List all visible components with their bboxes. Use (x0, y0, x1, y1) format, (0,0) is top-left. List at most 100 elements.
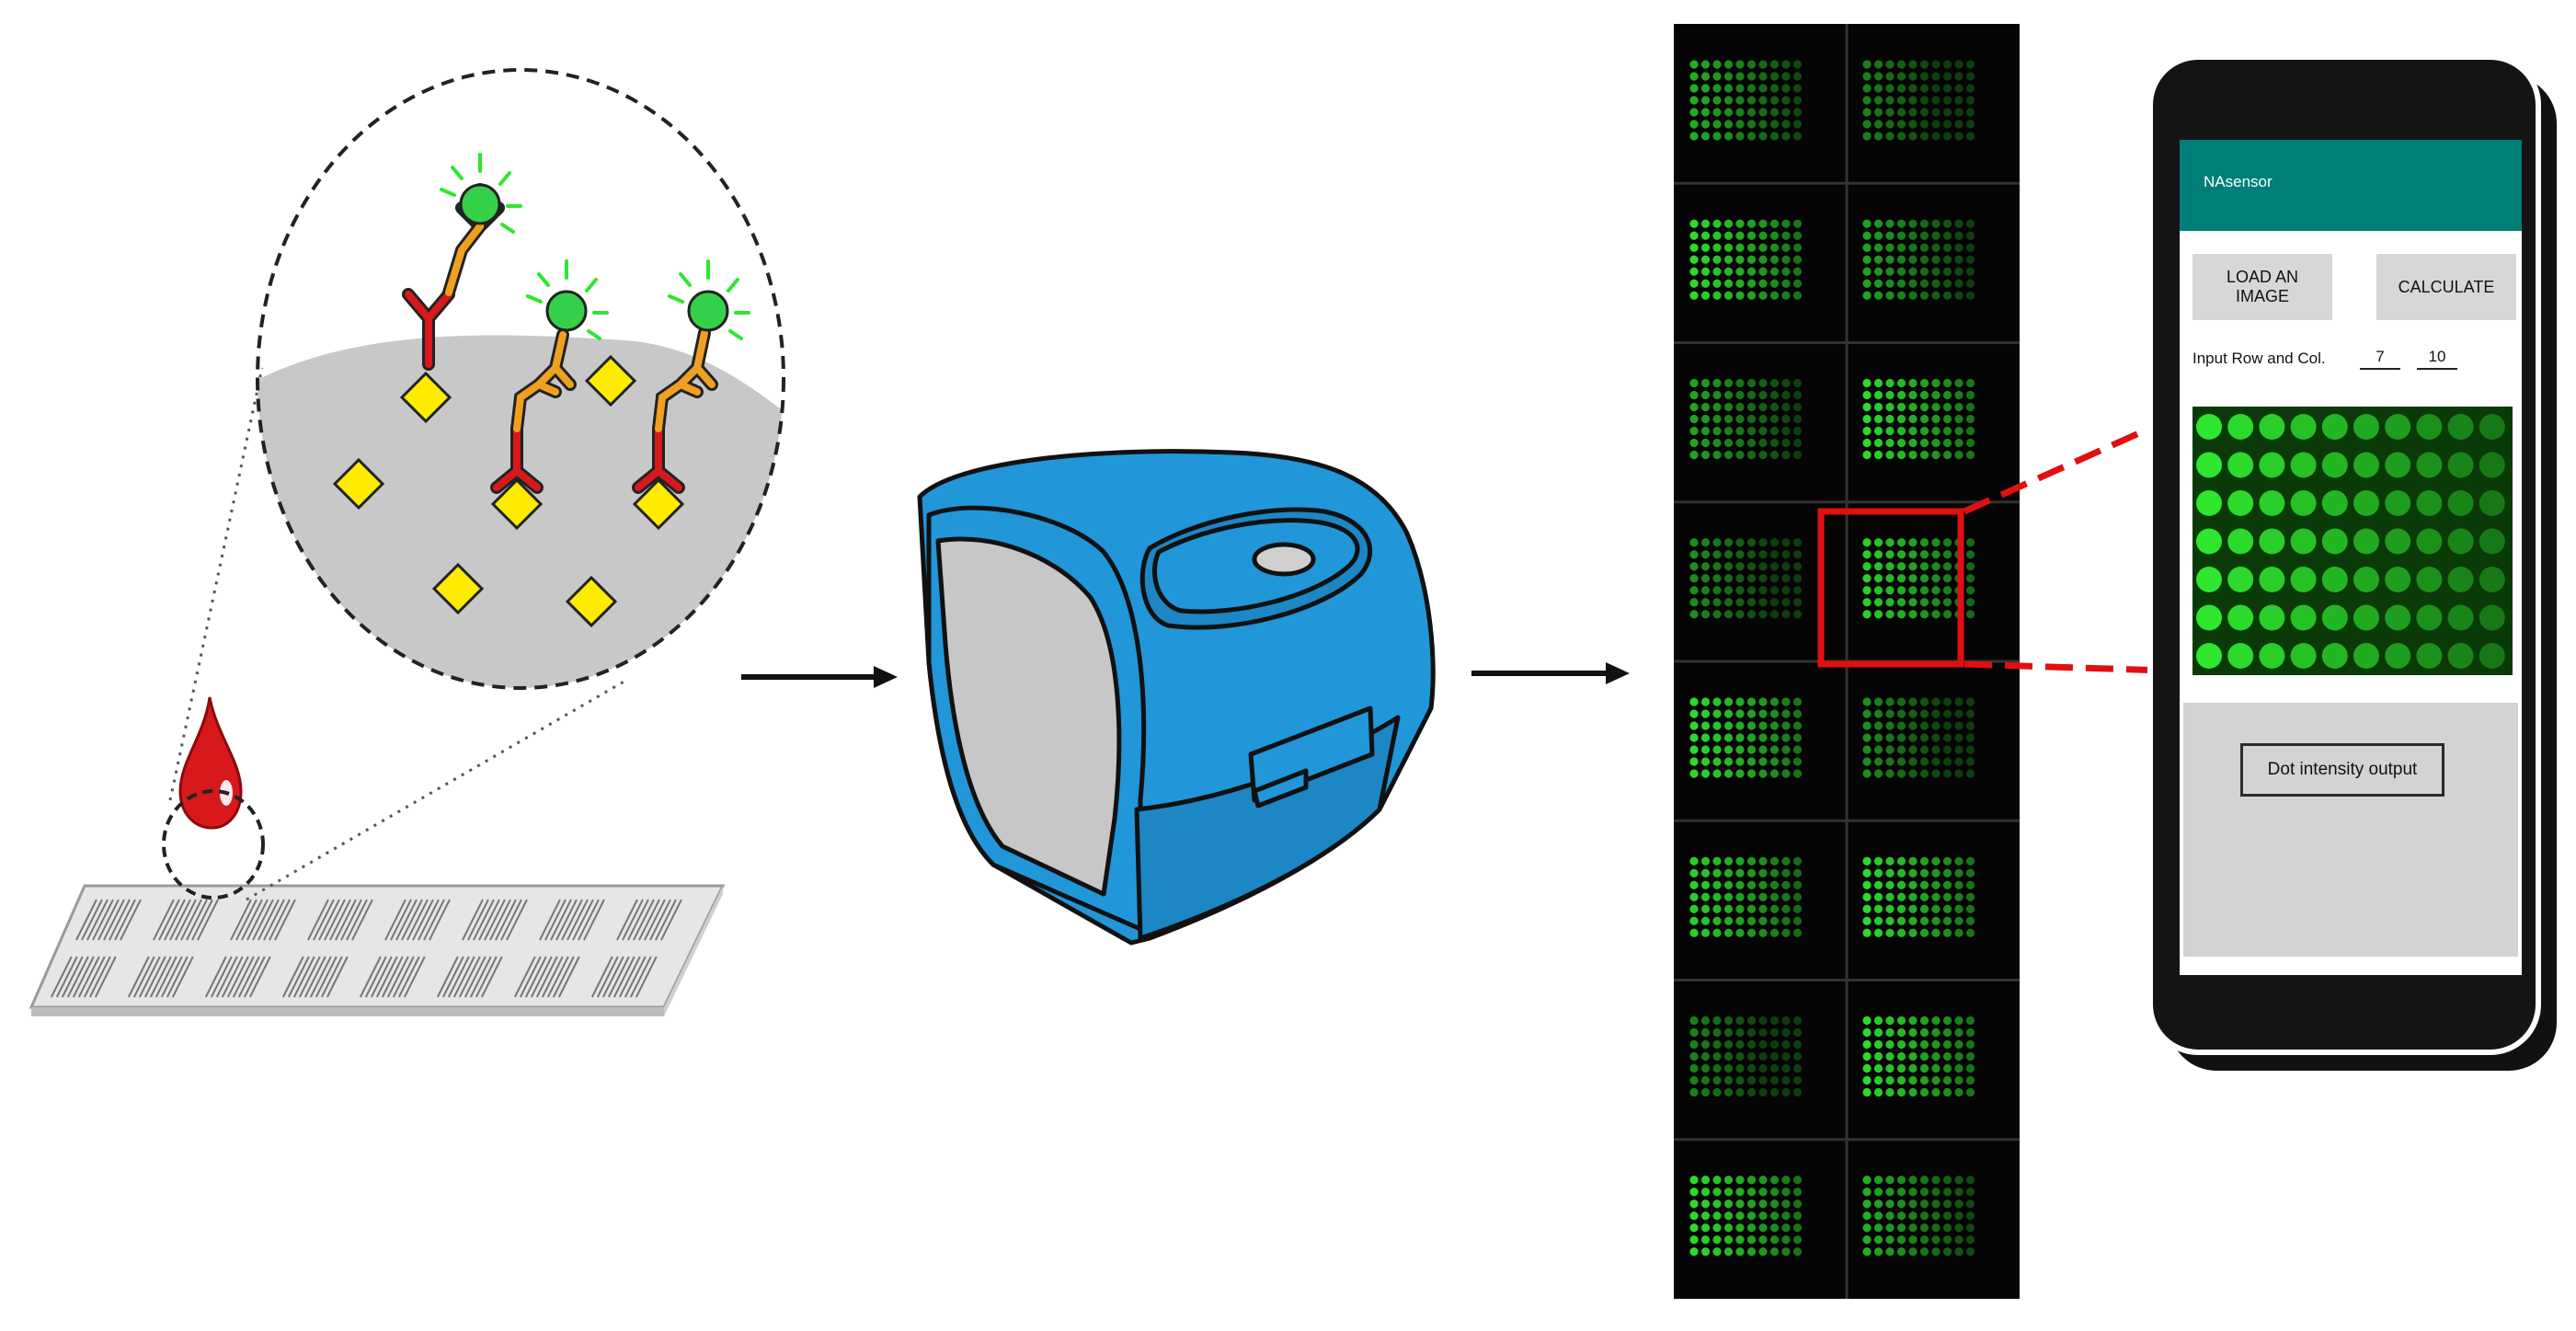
grid-dot (2321, 490, 2348, 516)
magnified-surface (256, 68, 785, 690)
grid-dot (2321, 567, 2348, 592)
arrow-to-array (1471, 662, 1630, 684)
grid-dot (2353, 490, 2379, 516)
grid-dot (2196, 528, 2222, 555)
grid-dot (2416, 490, 2443, 516)
antigen-diamond (632, 477, 685, 531)
array-block (1862, 378, 1975, 460)
antibody-complex (402, 153, 522, 371)
grid-dot (2227, 490, 2254, 516)
magnify-circle-small (162, 789, 265, 900)
slide-spot-patch (204, 956, 271, 998)
grid-dot (2321, 452, 2348, 478)
microarray-scanner (917, 449, 1436, 946)
slide-spot-patch (281, 956, 349, 998)
antigen-diamond (399, 371, 452, 424)
antigen-diamond (565, 575, 618, 628)
grid-dot (2385, 604, 2411, 631)
grid-dot (2385, 643, 2411, 669)
array-block (1862, 856, 1975, 937)
magnify-circle-large (256, 68, 785, 690)
scanned-array-strip (1674, 24, 2020, 1299)
fluorophore (459, 183, 501, 225)
antigen-diamond (332, 457, 385, 511)
grid-dot (2227, 452, 2254, 478)
array-block (1862, 60, 1975, 141)
array-block (1862, 219, 1975, 300)
grid-dot (2259, 604, 2285, 631)
slide-spot-patch (616, 899, 682, 941)
grid-dot (2196, 604, 2222, 631)
grid-dot (2447, 643, 2474, 669)
slide-spot-patch (307, 899, 373, 941)
antigen-diamond (490, 477, 544, 531)
grid-dot (2416, 452, 2443, 478)
grid-dot (2227, 567, 2254, 592)
slide-spot-patch (153, 899, 219, 941)
array-block (1689, 1015, 1803, 1097)
antigen-diamond (431, 562, 485, 615)
grid-dot (2259, 414, 2285, 440)
col-input[interactable]: 10 (2417, 348, 2457, 370)
grid-dot (2385, 567, 2411, 592)
grid-dot (2416, 414, 2443, 440)
grid-dot (2447, 567, 2474, 592)
grid-dot (2479, 567, 2505, 592)
load-image-button[interactable]: LOAD AN IMAGE (2192, 254, 2332, 320)
grid-dot (2447, 528, 2474, 555)
row-input[interactable]: 7 (2360, 348, 2400, 370)
antibody-complex (632, 259, 750, 494)
grid-dot (2227, 604, 2254, 631)
grid-dot (2416, 604, 2443, 631)
grid-dot (2227, 528, 2254, 555)
array-block (1689, 856, 1803, 937)
grid-dot (2479, 528, 2505, 555)
grid-dot (2353, 528, 2379, 555)
antibody-complex (490, 259, 609, 494)
grid-dot (2321, 528, 2348, 555)
grid-dot (2196, 452, 2222, 478)
grid-dot (2290, 567, 2317, 592)
slide-spot-patch (539, 899, 605, 941)
grid-dot (2321, 604, 2348, 631)
grid-dot (2321, 414, 2348, 440)
grid-dot (2227, 414, 2254, 440)
row-col-input-label: Input Row and Col. (2192, 350, 2326, 367)
grid-dot (2196, 643, 2222, 669)
grid-dot (2353, 604, 2379, 631)
grid-dot (2259, 567, 2285, 592)
slide-spot-patch (436, 956, 503, 998)
grid-dot (2385, 414, 2411, 440)
output-panel: Dot intensity output (2183, 703, 2518, 957)
grid-dot (2447, 490, 2474, 516)
grid-dot (2259, 490, 2285, 516)
grid-dot (2290, 414, 2317, 440)
grid-dot (2227, 643, 2254, 669)
blood-drop (178, 696, 243, 830)
grid-dot (2321, 643, 2348, 669)
grid-dot (2290, 528, 2317, 555)
array-block (1862, 1015, 1975, 1097)
grid-dot (2447, 604, 2474, 631)
array-block (1689, 60, 1803, 141)
grid-dot (2353, 567, 2379, 592)
microarray-slide (29, 884, 726, 1016)
grid-dot (2385, 528, 2411, 555)
dot-intensity-output-button[interactable]: Dot intensity output (2240, 743, 2444, 797)
grid-dot (2385, 452, 2411, 478)
grid-dot (2353, 643, 2379, 669)
slide-spot-patch (384, 899, 451, 941)
grid-dot (2259, 528, 2285, 555)
app-bar: NAsensor (2180, 140, 2522, 231)
slide-spot-patch (75, 899, 142, 941)
grid-dot (2479, 490, 2505, 516)
grid-dot (2353, 452, 2379, 478)
slide-spot-patch (590, 956, 658, 998)
calculate-button[interactable]: CALCULATE (2376, 254, 2516, 320)
grid-dot (2416, 528, 2443, 555)
grid-dot (2447, 452, 2474, 478)
slide-spot-patch (230, 899, 296, 941)
grid-dot (2447, 414, 2474, 440)
zoom-projection-lines (168, 367, 626, 901)
selected-block-highlight (1817, 508, 1964, 668)
